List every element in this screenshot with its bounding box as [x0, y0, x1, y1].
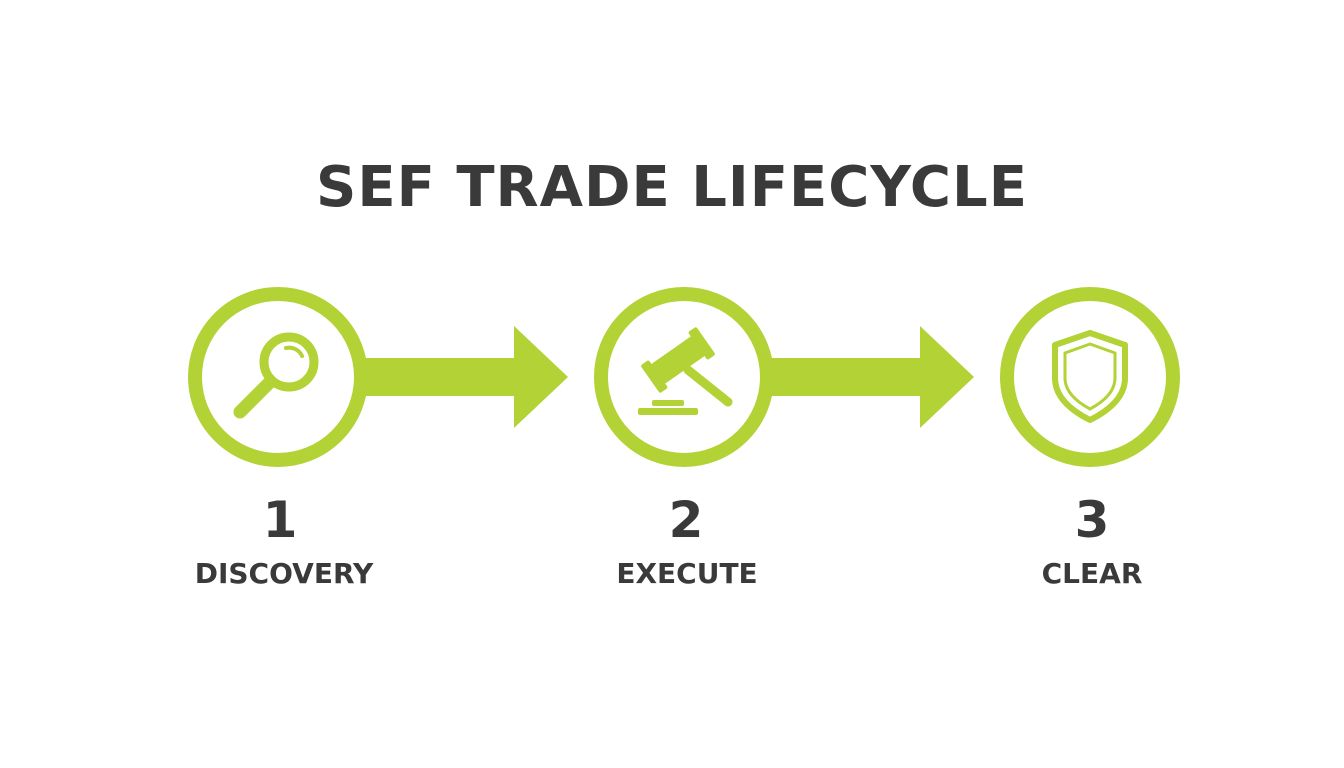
step-1-circle [188, 287, 368, 467]
step-3-number: 3 [1074, 491, 1110, 549]
step-1-number: 1 [262, 491, 298, 549]
step-1-label: DISCOVERY [194, 557, 374, 590]
arrow-connector-1-2 [358, 326, 568, 428]
shield-icon [1052, 330, 1128, 423]
step-2-circle [594, 287, 774, 467]
page-title: SEF TRADE LIFECYCLE [316, 155, 1028, 220]
arrow-connector-2-3 [764, 326, 974, 428]
step-2-label: EXECUTE [616, 557, 758, 590]
magnifying-glass-icon [233, 332, 319, 419]
step-2-number: 2 [668, 491, 704, 549]
gavel-icon [638, 327, 733, 415]
step-3-circle [1000, 287, 1180, 467]
step-3-label: CLEAR [1041, 557, 1143, 590]
